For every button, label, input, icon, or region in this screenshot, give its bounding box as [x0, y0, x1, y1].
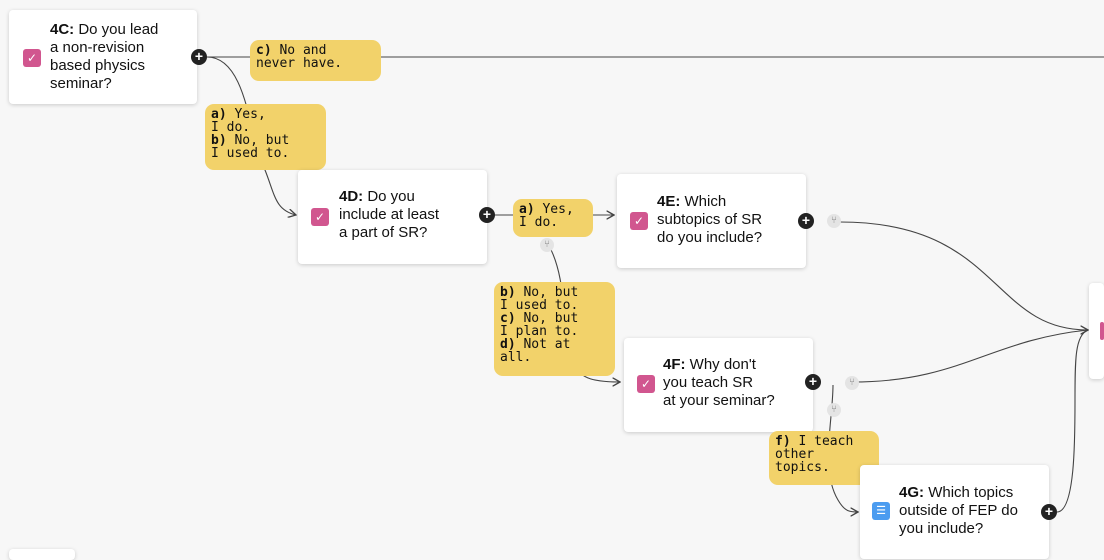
checkbox-icon: ✓ — [630, 212, 648, 230]
question-id: 4E: — [657, 193, 681, 210]
question-text: 4G: Which topics outside of FEP do you i… — [899, 484, 1018, 537]
checkbox-icon: ✓ — [637, 375, 655, 393]
question-card-4e[interactable]: ✓ 4E: Which subtopics of SR do you inclu… — [617, 174, 806, 268]
add-answer-button-4g[interactable]: + — [1041, 504, 1057, 520]
edge-label-bcd[interactable]: b) No, but I used to. c) No, but I plan … — [494, 282, 615, 376]
edge-4e-out — [839, 221, 1088, 330]
add-answer-button-4e[interactable]: + — [798, 213, 814, 229]
checkbox-icon — [1100, 322, 1104, 340]
branch-icon[interactable]: ⑂ — [827, 403, 841, 417]
question-card-4g[interactable]: ☰ 4G: Which topics outside of FEP do you… — [860, 465, 1049, 559]
edge-label-ab[interactable]: a) Yes, I do. b) No, but I used to. — [205, 104, 326, 170]
checkbox-icon: ✓ — [311, 208, 329, 226]
branch-icon[interactable]: ⑂ — [845, 376, 859, 390]
branch-icon[interactable]: ⑂ — [540, 238, 554, 252]
question-card-4f[interactable]: ✓ 4F: Why don't you teach SR at your sem… — [624, 338, 813, 432]
checkbox-icon: ✓ — [23, 49, 41, 67]
card-offscreen-bottom[interactable] — [9, 549, 75, 560]
question-card-offscreen[interactable] — [1089, 283, 1104, 379]
question-text: 4E: Which subtopics of SR do you include… — [657, 193, 763, 246]
edge-label-c[interactable]: c) No and never have. — [250, 40, 381, 81]
edge-label-f[interactable]: f) I teach other topics. — [769, 431, 879, 485]
question-id: 4C: — [50, 21, 75, 38]
branch-icon[interactable]: ⑂ — [827, 214, 841, 228]
question-id: 4G: — [899, 484, 925, 501]
question-text: 4C: Do you lead a non-revision based phy… — [50, 21, 159, 92]
question-id: 4D: — [339, 188, 364, 205]
question-text: 4F: Why don't you teach SR at your semin… — [663, 356, 775, 409]
edge-4f-out — [852, 329, 1089, 383]
add-answer-button-4c[interactable]: + — [191, 49, 207, 65]
add-answer-button-4f[interactable]: + — [805, 374, 821, 390]
edge-4g-out — [1056, 329, 1089, 513]
question-card-4c[interactable]: ✓ 4C: Do you lead a non-revision based p… — [9, 10, 197, 104]
list-icon: ☰ — [872, 502, 890, 520]
add-answer-button-4d[interactable]: + — [479, 207, 495, 223]
question-id: 4F: — [663, 356, 686, 373]
edge-label-a[interactable]: a) Yes, I do. — [513, 199, 593, 237]
question-card-4d[interactable]: ✓ 4D: Do you include at least a part of … — [298, 170, 487, 264]
question-text: 4D: Do you include at least a part of SR… — [339, 188, 440, 241]
